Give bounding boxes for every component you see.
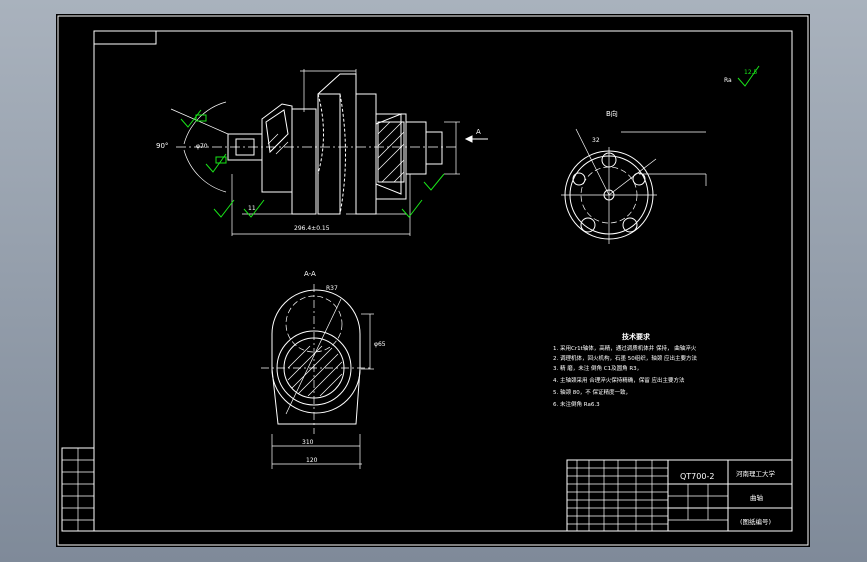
dim-b: 32 [592,137,600,144]
school-name: 河南理工大学 [736,469,776,478]
section-hatching [267,121,405,183]
drawing-sheet: 296.4±0.15 11 90° φ70 A [56,14,810,547]
dim-diameter-main: φ70 [196,143,208,150]
dim-dia65: φ65 [374,341,386,348]
tech-requirements: 技术要求 1. 采用Cr1t轴体，高精，通过调质机体并 保持， 曲轴淬火 2. … [553,332,697,408]
general-roughness-symbol: 12.5 Ra [724,65,760,87]
drawing-number: (图纸编号) [740,517,771,526]
view-arrow-a: A [476,128,481,136]
outer-frame [57,15,809,546]
dim-angle-main: 90° [156,142,168,150]
roughness-symbols-main [180,109,445,218]
section-a-a-view: A-A [261,270,386,469]
section-a-label: A-A [304,270,316,278]
dim-bottom-small: 11 [248,205,256,212]
drawing-canvas: 296.4±0.15 11 90° φ70 A [57,15,809,546]
roughness-symbol: Ra [724,77,732,84]
dim-bottom-overall: 296.4±0.15 [294,225,330,232]
crankshaft-front-view: 296.4±0.15 11 90° φ70 A [156,69,488,236]
tech-req-line-3: 3. 精 磨，未注 倒角 C1及圆角 R3， [553,364,642,372]
dim-width-120: 120 [306,457,318,464]
roughness-value: 12.5 [744,69,758,76]
tech-req-line-5: 5. 轴颈 80，不 保证精度一致， [553,388,631,396]
title-block: QT700-2 河南理工大学 曲轴 (图纸编号) [566,459,793,532]
view-b-flange: B向 32 [561,109,707,244]
view-b-label: B向 [606,109,618,118]
dim-r37: R37 [326,285,338,292]
tech-req-line-6: 6. 未注倒角 Ra6.3 [553,400,600,408]
code-box-top-left [93,30,157,45]
inner-frame [93,30,793,532]
tech-req-line-1: 1. 采用Cr1t轴体，高精，通过调质机体并 保持， 曲轴淬火 [553,344,697,352]
left-binding-strip [61,447,95,532]
tech-req-line-2: 2. 调理机体，回火机构，石墨 50组织，轴颈 应出主要方法 [553,354,697,362]
tech-req-heading: 技术要求 [622,332,651,341]
tech-req-line-4: 4. 主轴颈采用 合理淬火保持精确，保留 应出主要方法 [553,376,685,384]
drawing-code: QT700-2 [680,472,714,481]
dim-width-310: 310 [302,439,314,446]
part-name: 曲轴 [750,493,764,502]
